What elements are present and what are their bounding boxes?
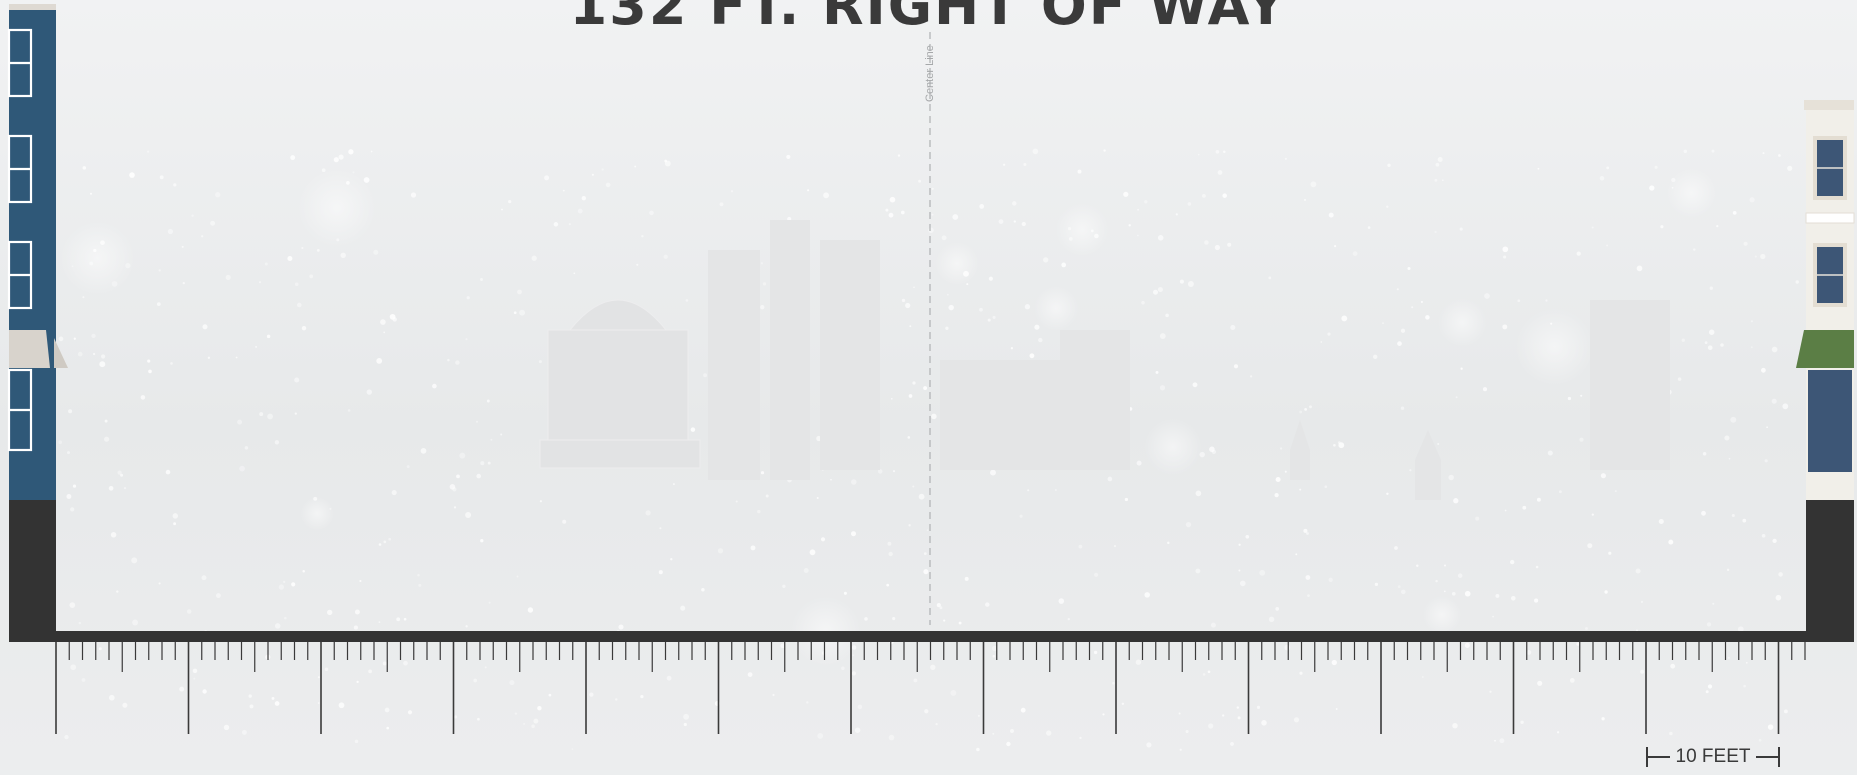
right-building	[1796, 100, 1855, 642]
right-building-window-icon	[1813, 136, 1847, 307]
measurement-ruler	[55, 642, 1806, 734]
right-awning-icon	[1796, 330, 1854, 368]
center-line-label: Center Line	[924, 45, 936, 102]
page-title: 132 FT. RIGHT OF WAY	[569, 0, 1288, 37]
left-awning-icon	[9, 330, 50, 368]
scale-bar: 10 FEET	[1646, 745, 1780, 769]
left-building	[7, 4, 68, 642]
left-building-window-icon	[7, 28, 33, 452]
road-surface	[9, 631, 1854, 642]
scale-label: 10 FEET	[1675, 746, 1751, 767]
